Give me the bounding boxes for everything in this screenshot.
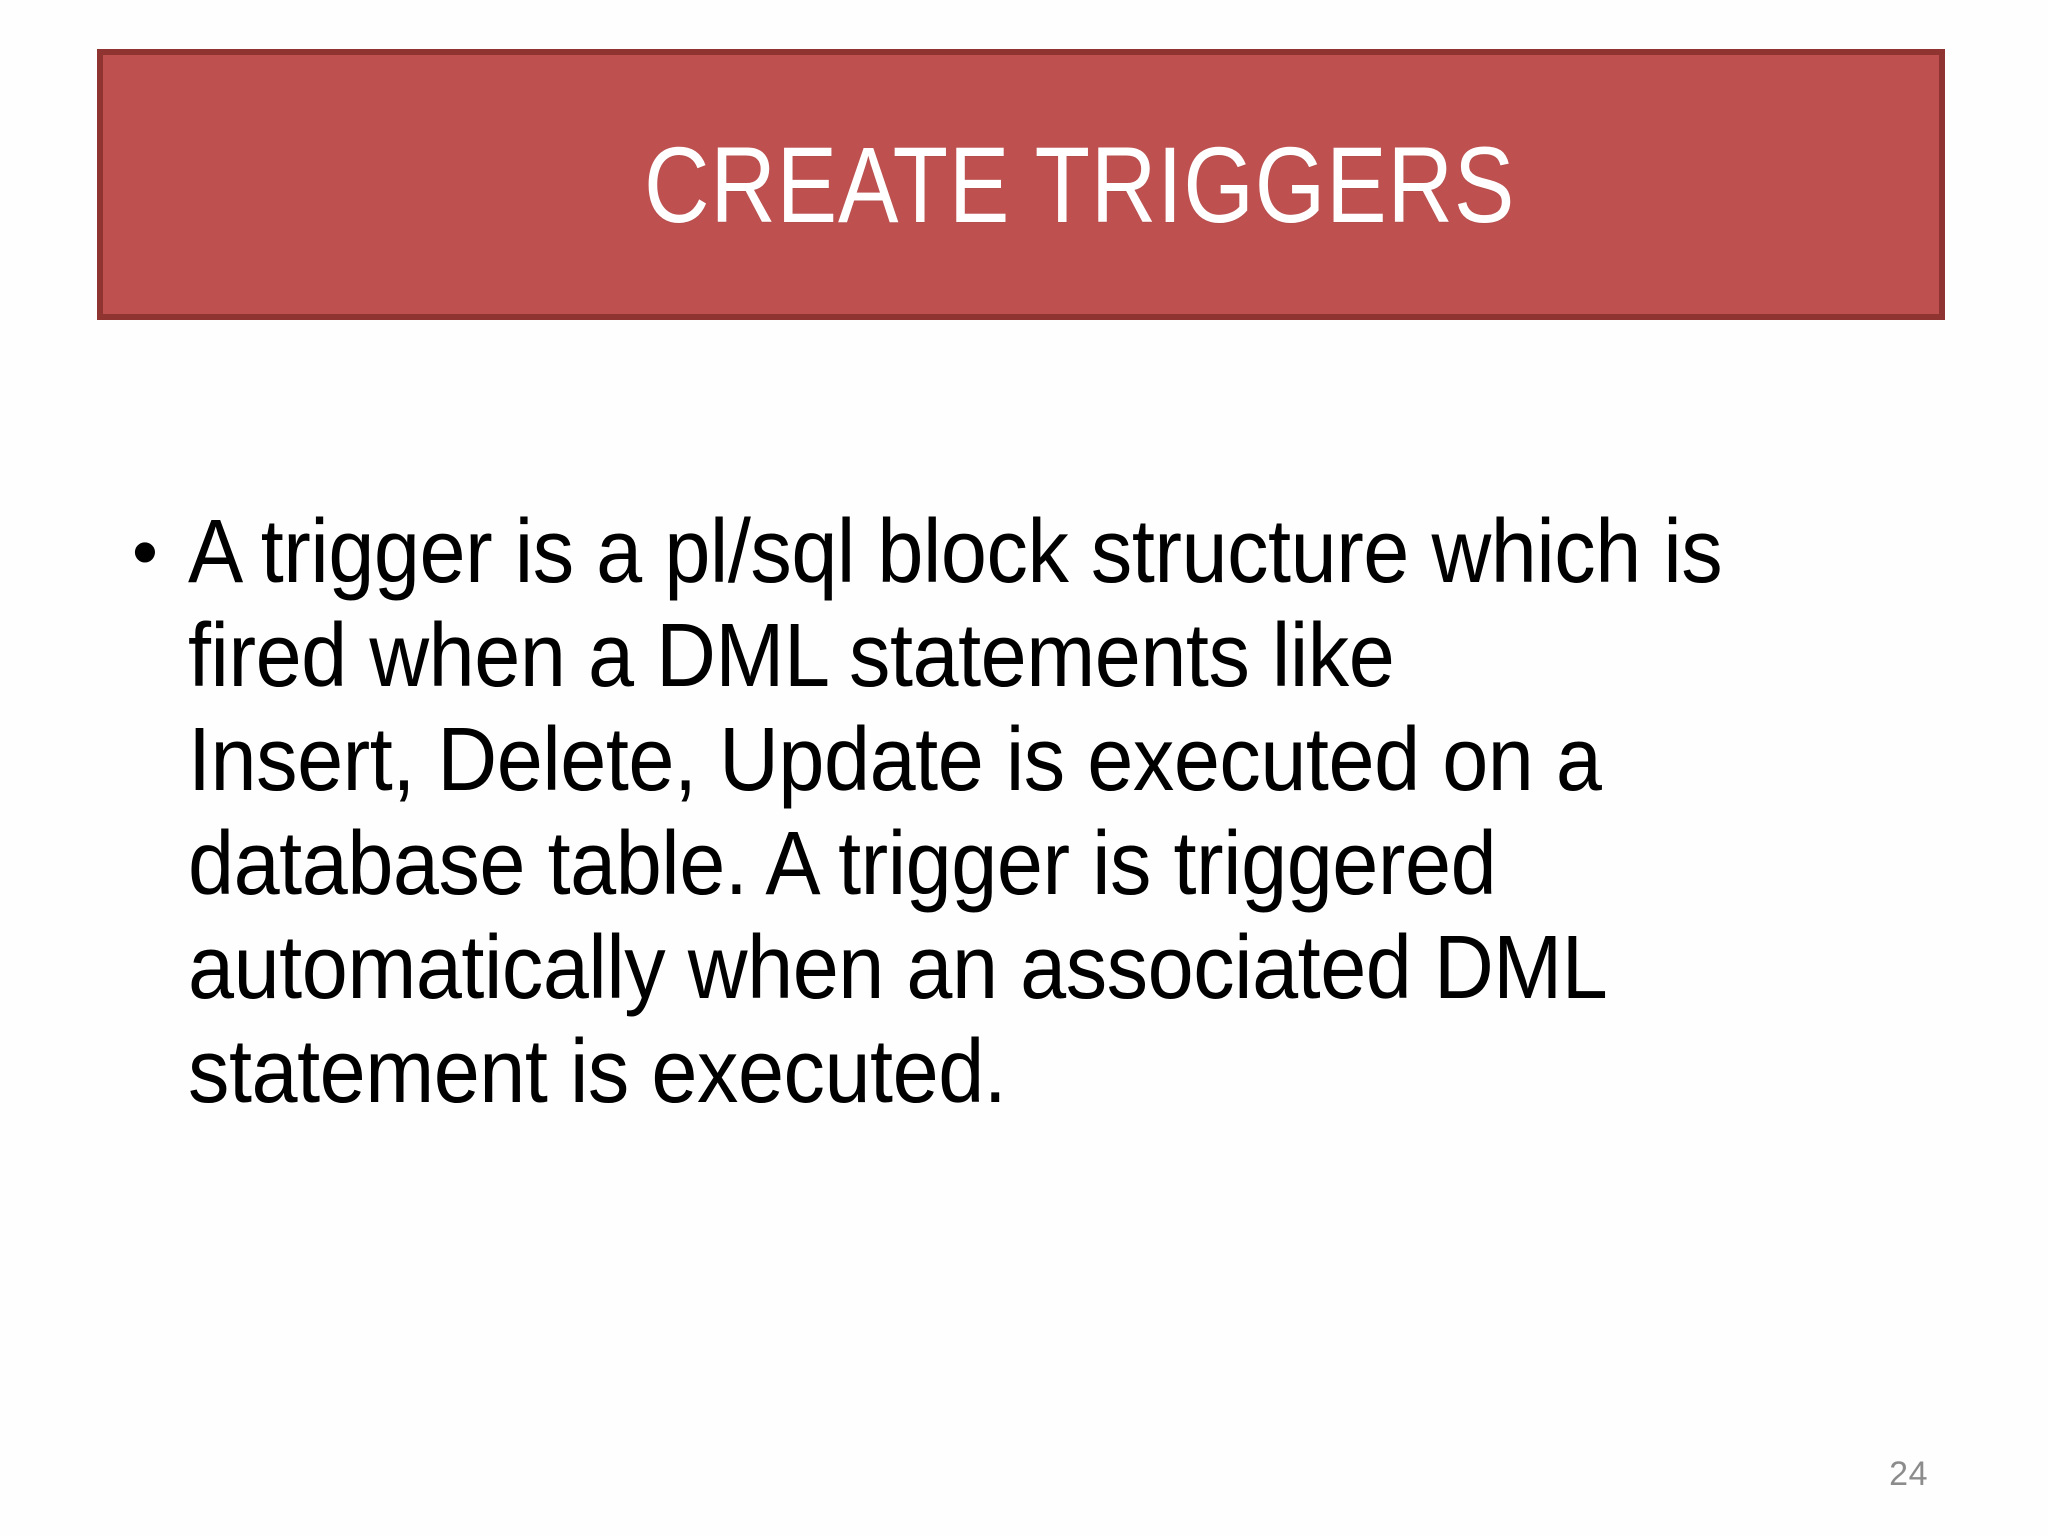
- page-title: CREATE TRIGGERS: [644, 123, 1516, 245]
- bullet-point-icon: •: [132, 510, 158, 593]
- title-banner: CREATE TRIGGERS: [97, 49, 1945, 320]
- list-item: • A trigger is a pl/sql block structure …: [120, 500, 1920, 1124]
- slide-body: • A trigger is a pl/sql block structure …: [120, 500, 1920, 1124]
- bullet-item-label: A trigger is a pl/sql block structure wh…: [188, 502, 1723, 1122]
- page-number: 24: [1889, 1455, 1928, 1493]
